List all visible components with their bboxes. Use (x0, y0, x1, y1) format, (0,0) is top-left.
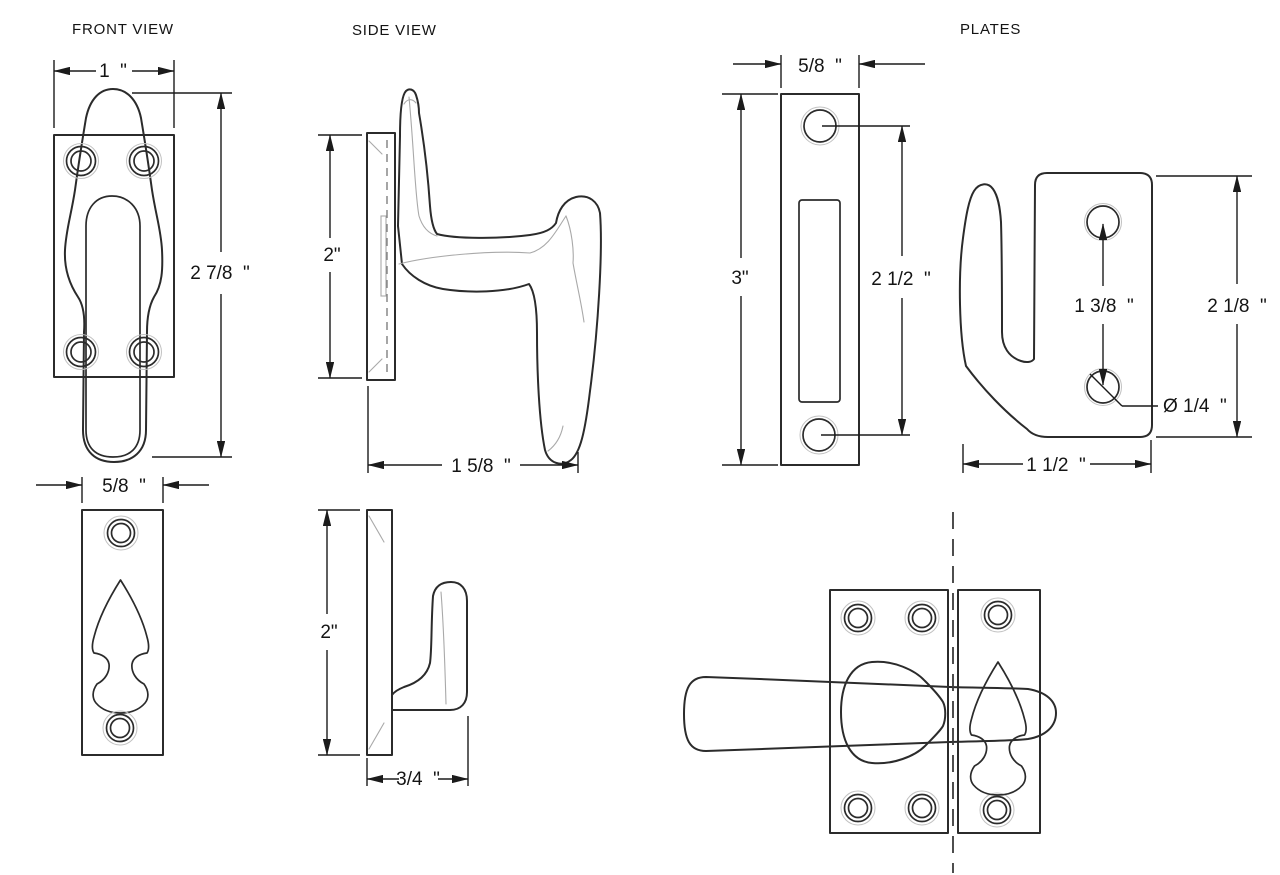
front-width-dimension: 1 " (53, 60, 175, 128)
hook-contour-line (440, 591, 447, 705)
screw-hole (63, 334, 99, 370)
hook-height-dimension: 2 1/8 " (1156, 175, 1267, 438)
front-view-title: FRONT VIEW (72, 21, 174, 38)
handle-contour-line (565, 215, 585, 323)
front-width-label: 1 " (99, 61, 127, 82)
side-depth-dimension: 1 5/8 " (367, 386, 579, 477)
screw-hole (840, 600, 876, 636)
latch-backplate-front (53, 134, 175, 378)
hook-width-dimension: 1 1/2 " (962, 440, 1152, 476)
keeper-width-dimension: 5/8 " (36, 476, 209, 503)
hook-plate-drawing: 1 3/8 " 2 1/8 " Ø 1/4 " 1 1/2 " (958, 172, 1267, 476)
strike-hole-spacing-dimension: 2 1/2 " (821, 125, 931, 436)
hook-plate-body (958, 172, 1153, 438)
keeper-width-label: 5/8 " (102, 476, 146, 497)
strike-height-dimension: 3" (722, 93, 778, 466)
keeper-side-view-drawing: 2" 3/4 " (318, 509, 469, 790)
latch-grip-face-front (85, 195, 141, 458)
handle-contour-line (403, 99, 417, 105)
handle-contour-line (398, 215, 567, 265)
latch-backplate-side (366, 132, 396, 381)
handle-contour-line (547, 425, 564, 452)
keeper-plate-side-body (366, 509, 393, 756)
keeper-side-depth-dimension: 3/4 " (366, 716, 469, 790)
keeper-side-height-label: 2" (320, 622, 337, 643)
latch-base-plate (829, 589, 949, 834)
side-depth-label: 1 5/8 " (451, 456, 511, 477)
hook-hole-diameter-callout: Ø 1/4 " (1089, 373, 1227, 417)
strike-width-label: 5/8 " (798, 56, 842, 77)
screw-hole (126, 334, 162, 370)
strike-plate-body (780, 93, 860, 466)
side-view-title: SIDE VIEW (352, 22, 437, 39)
keeper-spade-cutout-assembly (969, 661, 1027, 796)
keeper-plate-body (81, 509, 164, 756)
chamfer-mark (368, 358, 383, 373)
front-view-drawing: 1 " 2 7/8 " (53, 60, 250, 463)
chamfer-mark (368, 140, 383, 155)
keeper-plate-assembly (957, 589, 1041, 834)
keeper-spade-cutout (91, 579, 150, 714)
chamfer-mark (368, 722, 385, 750)
screw-hole (979, 792, 1015, 828)
strike-hole-spacing-label: 2 1/2 " (871, 269, 931, 290)
screw-hole (904, 600, 940, 636)
side-height-label: 2" (323, 245, 340, 266)
latch-cam-assembly (840, 660, 947, 765)
hook-hole-spacing-label: 1 3/8 " (1074, 296, 1134, 317)
handle-contour-line (408, 96, 438, 237)
keeper-plate-drawing: 5/8 " (36, 476, 209, 756)
keeper-side-depth-label: 3/4 " (396, 769, 440, 790)
front-height-dimension: 2 7/8 " (132, 92, 250, 458)
hook-hole-diameter-label: Ø 1/4 " (1163, 396, 1227, 417)
plates-title: PLATES (960, 21, 1021, 38)
screw-hole (980, 597, 1016, 633)
screw-hole (102, 710, 138, 746)
latch-handle-outline-front (63, 88, 164, 463)
latch-handle-outline-side (397, 88, 602, 465)
side-height-dimension: 2" (318, 134, 362, 379)
screw-hole (840, 790, 876, 826)
keeper-hook-profile (391, 581, 468, 711)
strike-height-label: 3" (731, 268, 748, 289)
strike-plate-slot (798, 199, 841, 403)
assembly-view-drawing (683, 512, 1057, 873)
hook-width-label: 1 1/2 " (1026, 455, 1086, 476)
side-view-drawing: 2" 1 5/8 " (318, 88, 602, 477)
screw-hole (63, 143, 99, 179)
front-height-label: 2 7/8 " (190, 263, 250, 284)
strike-plate-drawing: 5/8 " 3" 2 1/2 " (722, 55, 931, 466)
backplate-slot-side (380, 215, 387, 297)
screw-hole (904, 790, 940, 826)
hook-height-label: 2 1/8 " (1207, 296, 1267, 317)
keeper-side-height-dimension: 2" (318, 509, 360, 756)
chamfer-mark (368, 515, 385, 543)
hook-hole-spacing-dimension: 1 3/8 " (1074, 223, 1134, 386)
strike-width-dimension: 5/8 " (733, 55, 925, 88)
latch-handle-assembly (683, 676, 1057, 752)
screw-hole (126, 143, 162, 179)
screw-hole (103, 515, 139, 551)
